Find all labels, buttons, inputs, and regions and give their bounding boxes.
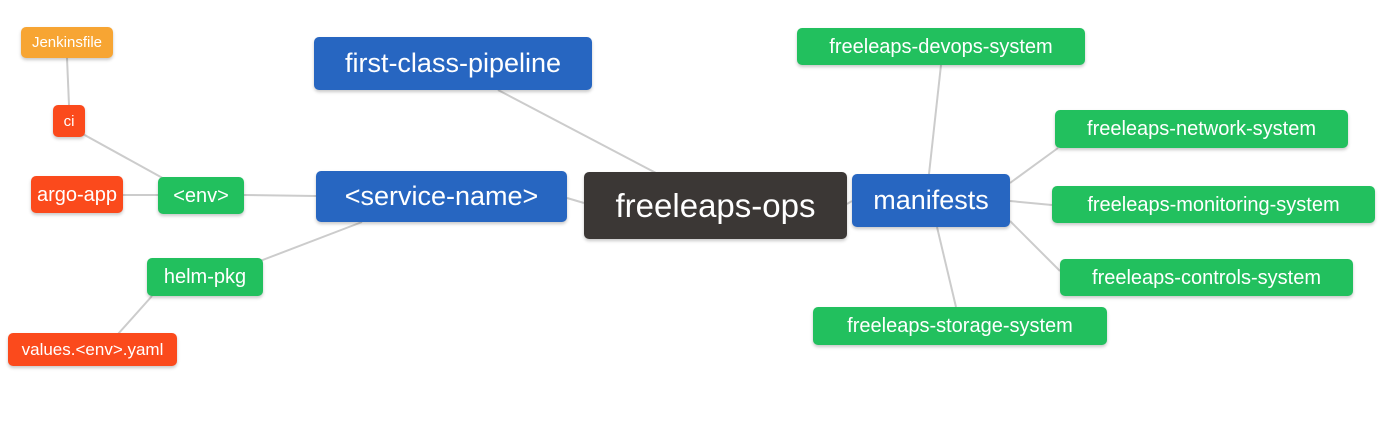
edge-freeleaps-ops-to-manifests xyxy=(846,200,853,205)
node-freeleaps-controls-system[interactable]: freeleaps-controls-system xyxy=(1060,259,1353,296)
node-label-values-env-yaml: values.<env>.yaml xyxy=(21,340,164,359)
node-label-manifests: manifests xyxy=(873,185,989,215)
edge-ci-to-env xyxy=(80,132,169,182)
node-freeleaps-network-system[interactable]: freeleaps-network-system xyxy=(1055,110,1348,148)
node-label-helm-pkg: helm-pkg xyxy=(163,266,247,288)
edge-manifests-to-freeleaps-network-system xyxy=(1009,147,1059,184)
node-jenkinsfile[interactable]: Jenkinsfile xyxy=(21,27,113,58)
node-manifests[interactable]: manifests xyxy=(852,174,1010,227)
edge-manifests-to-freeleaps-devops-system xyxy=(928,64,942,175)
node-argo-app[interactable]: argo-app xyxy=(31,176,123,213)
node-service-name[interactable]: <service-name> xyxy=(316,171,567,222)
edge-service-name-to-helm-pkg xyxy=(259,221,363,262)
node-label-freeleaps-network-system: freeleaps-network-system xyxy=(1087,118,1316,140)
node-label-argo-app: argo-app xyxy=(36,183,118,206)
node-label-freeleaps-controls-system: freeleaps-controls-system xyxy=(1092,266,1321,289)
node-label-freeleaps-monitoring-system: freeleaps-monitoring-system xyxy=(1087,193,1340,216)
edge-first-class-pipeline-to-freeleaps-ops xyxy=(497,89,657,174)
node-freeleaps-storage-system[interactable]: freeleaps-storage-system xyxy=(813,307,1107,345)
edge-manifests-to-freeleaps-controls-system xyxy=(1009,220,1061,272)
edge-service-name-to-freeleaps-ops xyxy=(566,197,585,204)
edge-manifests-to-freeleaps-storage-system xyxy=(936,226,957,308)
node-label-freeleaps-devops-system: freeleaps-devops-system xyxy=(829,35,1053,58)
node-label-env: <env> xyxy=(173,184,229,207)
node-label-freeleaps-ops: freeleaps-ops xyxy=(615,187,816,224)
node-freeleaps-ops[interactable]: freeleaps-ops xyxy=(584,172,847,239)
edge-helm-pkg-to-values-env-yaml xyxy=(117,295,153,335)
node-first-class-pipeline[interactable]: first-class-pipeline xyxy=(314,37,592,90)
node-freeleaps-monitoring-system[interactable]: freeleaps-monitoring-system xyxy=(1052,186,1375,223)
node-label-first-class-pipeline: first-class-pipeline xyxy=(344,48,562,78)
node-values-env-yaml[interactable]: values.<env>.yaml xyxy=(8,333,177,366)
edge-env-to-service-name xyxy=(243,194,317,197)
node-freeleaps-devops-system[interactable]: freeleaps-devops-system xyxy=(797,28,1085,65)
node-label-freeleaps-storage-system: freeleaps-storage-system xyxy=(847,315,1073,337)
node-helm-pkg[interactable]: helm-pkg xyxy=(147,258,263,296)
edge-manifests-to-freeleaps-monitoring-system xyxy=(1009,200,1053,206)
node-label-service-name: <service-name> xyxy=(344,181,539,211)
node-ci[interactable]: ci xyxy=(53,105,85,137)
edge-jenkinsfile-to-ci xyxy=(66,57,70,106)
node-env[interactable]: <env> xyxy=(158,177,244,214)
node-label-jenkinsfile: Jenkinsfile xyxy=(31,34,103,51)
node-label-ci: ci xyxy=(63,112,75,130)
